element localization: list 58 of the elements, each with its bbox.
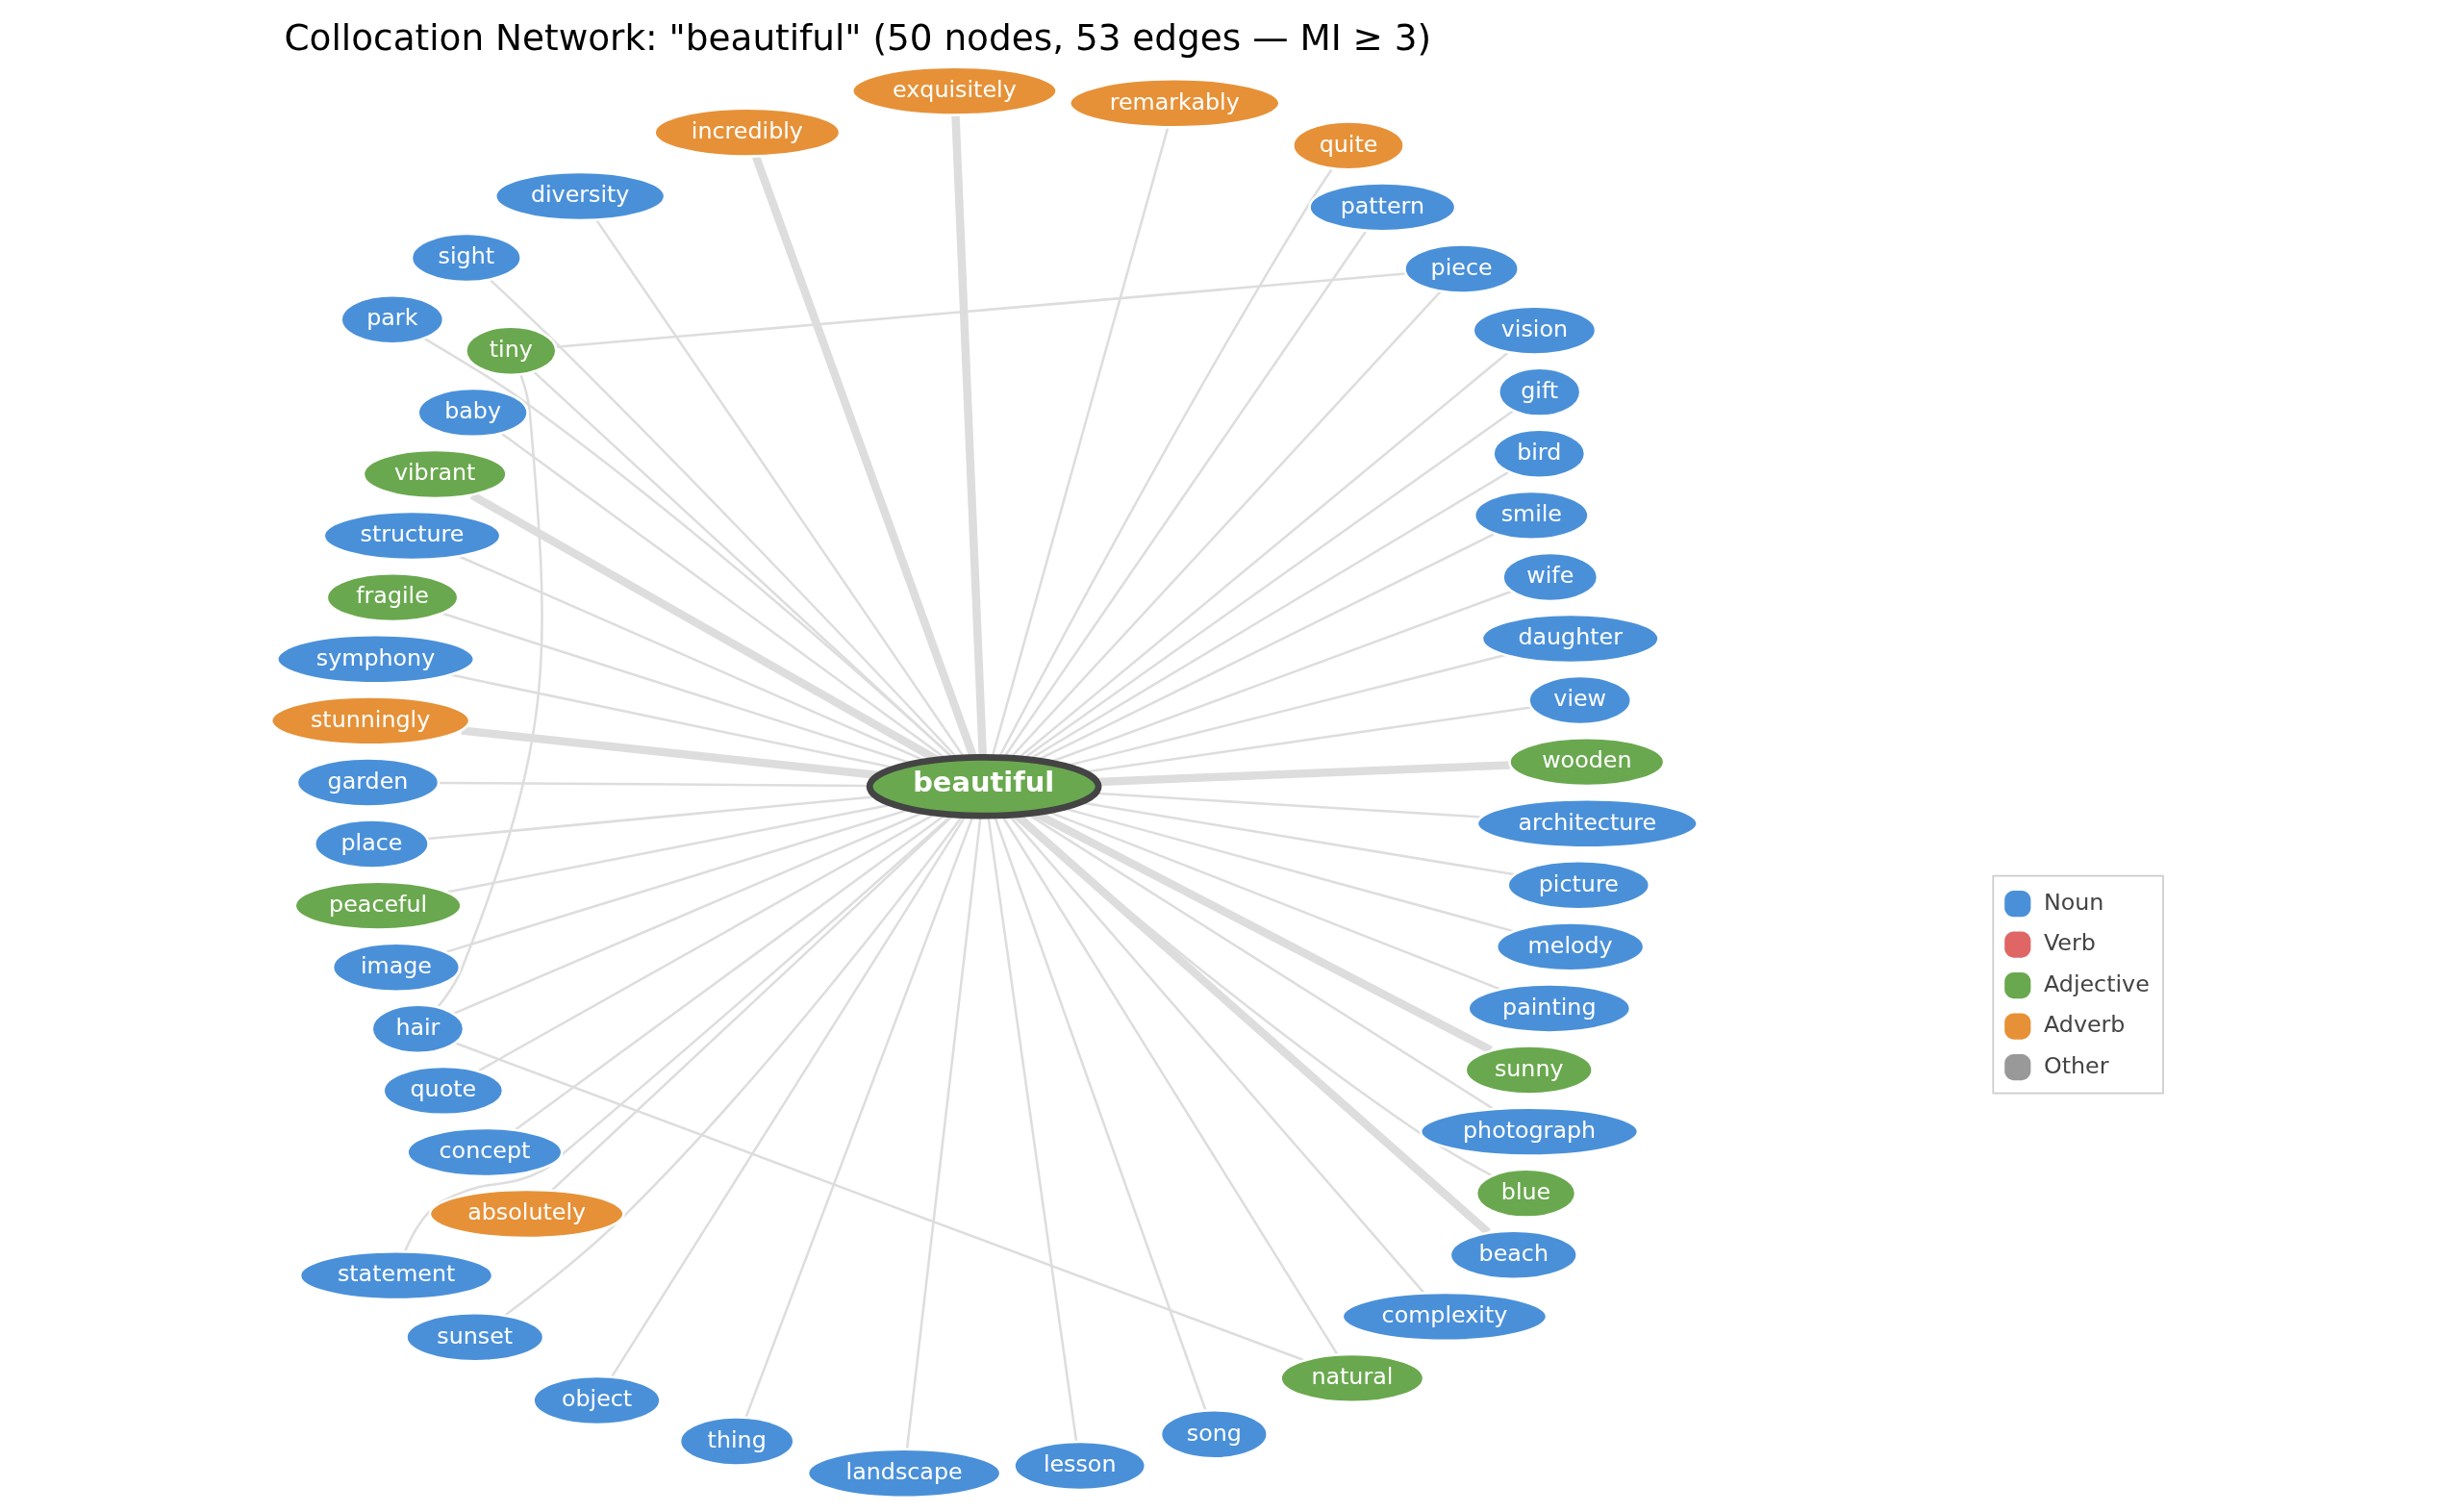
node-ellipse: bird [1491,428,1586,480]
node-ellipse: wife [1500,551,1599,603]
node-ellipse: image [331,942,461,993]
node-ellipse: quote [382,1065,504,1117]
node-ellipse: wooden [1507,736,1665,788]
connector [454,1042,1304,1362]
diagram-title: Collocation Network: "beautiful" (50 nodes, 53 edges — MI ≥ 3) [284,15,1431,59]
node-ellipse: diversity [493,170,666,222]
legend-label: Adverb [2043,1011,2125,1039]
node-ellipse: place [313,819,430,869]
connector [555,272,1405,349]
node-ellipse: symphony [275,634,475,685]
node-ellipse: garden [295,757,440,808]
node-ellipse: beautiful [866,754,1101,819]
node-ellipse: fragile [325,571,459,623]
node-ellipse: quite [1291,120,1405,171]
node-ellipse: pattern [1307,182,1456,233]
legend-label: Noun [2043,888,2103,916]
connector [1096,761,1510,787]
node-ellipse: architecture [1475,797,1699,849]
node-ellipse: object [531,1374,662,1426]
node-ellipse: daughter [1480,613,1660,665]
node-ellipse: song [1159,1409,1269,1460]
node-ellipse: exquisitely [850,65,1058,116]
legend-label: Verb [2043,929,2096,957]
connector [460,726,879,780]
node-ellipse: beach [1448,1229,1578,1280]
connector [403,813,953,1252]
node-ellipse: stunningly [269,695,470,746]
node-ellipse: blue [1474,1168,1576,1219]
node-ellipse: peaceful [293,880,463,931]
legend-label: Other [2043,1051,2108,1079]
node-ellipse: complexity [1341,1291,1548,1343]
node-ellipse: photograph [1419,1106,1639,1157]
connector [437,374,543,1008]
node-ellipse: lesson [1012,1440,1146,1492]
node-ellipse: sunset [404,1312,544,1363]
node-ellipse: vision [1472,305,1597,356]
node-ellipse: absolutely [428,1188,625,1240]
node-ellipse: remarkably [1068,78,1281,129]
node-ellipse: landscape [806,1448,1001,1499]
node-ellipse: tiny [464,325,558,377]
legend-label: Adjective [2043,970,2150,997]
node-ellipse: statement [298,1249,493,1301]
node-ellipse: structure [322,510,501,562]
node-ellipse: piece [1402,243,1520,294]
node-ellipse: natural [1278,1352,1424,1404]
node-ellipse: picture [1506,860,1650,911]
node-ellipse: incredibly [652,107,841,158]
node-ellipse: melody [1495,921,1645,972]
node-ellipse: sight [410,232,522,284]
node-ellipse: gift [1497,366,1581,417]
node-ellipse: sunny [1464,1045,1594,1096]
node-ellipse: smile [1473,490,1590,542]
node-ellipse: view [1526,674,1632,726]
node-ellipse: concept [405,1126,563,1178]
node-ellipse: thing [678,1416,795,1467]
node-ellipse: vibrant [362,448,508,500]
